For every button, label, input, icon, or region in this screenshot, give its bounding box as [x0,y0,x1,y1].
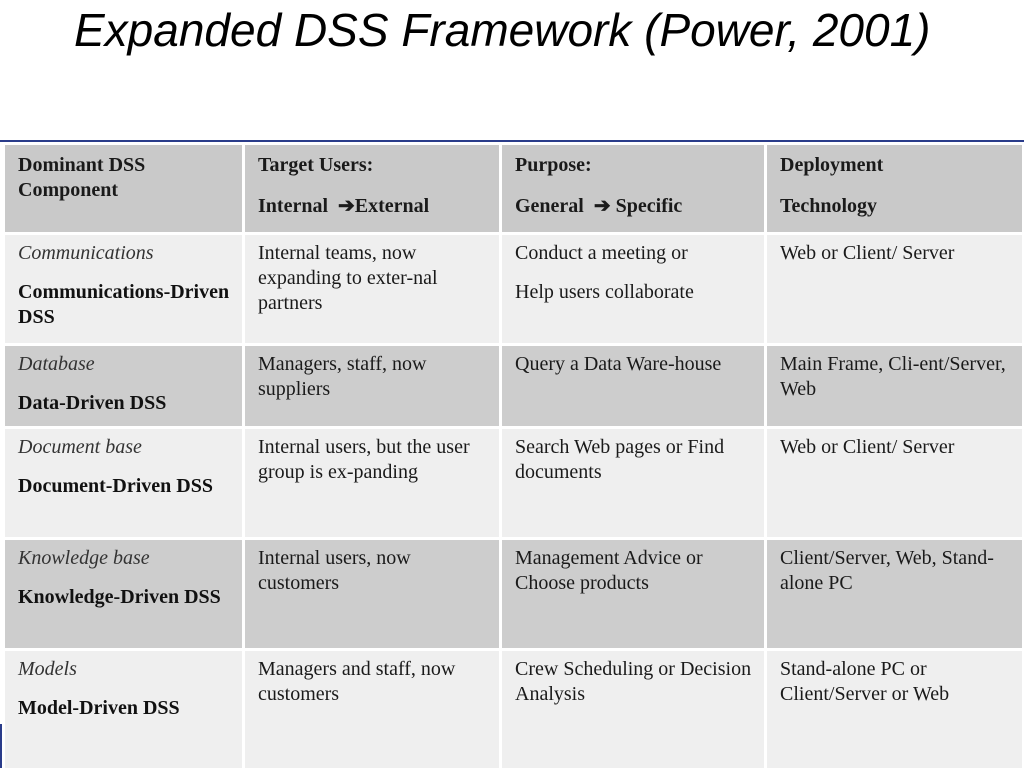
header-purpose-from: General [515,195,584,217]
table-row: Models Model-Driven DSS Managers and sta… [5,651,1022,768]
cell-purpose: Crew Scheduling or Decision Analysis [502,651,764,768]
header-component-label: Dominant DSS Component [18,154,146,201]
header-tech-line2: Technology [780,195,878,217]
component-category: Knowledge base [18,547,150,569]
table-row: Communications Communications-Driven DSS… [5,235,1022,343]
cell-target-users: Managers and staff, now customers [245,651,499,768]
header-users-to: External [354,195,430,217]
table-row: Knowledge base Knowledge-Driven DSS Inte… [5,540,1022,648]
component-dss-type: Data-Driven DSS [18,392,167,414]
cell-component: Communications Communications-Driven DSS [5,235,242,343]
header-tech-line1: Deployment [780,154,884,176]
cell-component: Database Data-Driven DSS [5,346,242,426]
cell-deployment-technology: Main Frame, Cli-ent/Server, Web [767,346,1022,426]
slide-title: Expanded DSS Framework (Power, 2001) [74,4,931,56]
cell-purpose: Search Web pages or Find documents [502,429,764,537]
header-users-scale: Internal ➔External [258,194,491,219]
cell-target-users: Internal users, but the user group is ex… [245,429,499,537]
component-category: Communications [18,242,154,264]
cell-target-users: Internal teams, now expanding to exter-n… [245,235,499,343]
component-dss-type: Communications-Driven DSS [18,281,230,328]
table-row: Document base Document-Driven DSS Intern… [5,429,1022,537]
header-target-users: Target Users: Internal ➔External [245,145,499,232]
header-purpose: Purpose: General ➔ Specific [502,145,764,232]
title-divider [0,140,1024,142]
cell-component: Knowledge base Knowledge-Driven DSS [5,540,242,648]
right-arrow-icon: ➔ [593,195,611,217]
purpose-line: Conduct a meeting or [515,242,688,264]
component-dss-type: Document-Driven DSS [18,475,213,497]
cell-target-users: Managers, staff, now suppliers [245,346,499,426]
cell-component: Document base Document-Driven DSS [5,429,242,537]
cell-purpose: Management Advice or Choose products [502,540,764,648]
table-header-row: Dominant DSS Component Target Users: Int… [5,145,1022,232]
cell-target-users: Internal users, now customers [245,540,499,648]
purpose-line: Help users collaborate [515,281,694,303]
table-row: Database Data-Driven DSS Managers, staff… [5,346,1022,426]
header-purpose-scale: General ➔ Specific [515,194,756,219]
table-container: Dominant DSS Component Target Users: Int… [2,142,1022,768]
header-purpose-label: Purpose: [515,154,592,176]
cell-purpose: Query a Data Ware-house [502,346,764,426]
header-users-from: Internal [258,195,328,217]
header-purpose-to: Specific [615,195,683,217]
component-category: Models [18,658,77,680]
cell-deployment-technology: Stand-alone PC or Client/Server or Web [767,651,1022,768]
header-users-label: Target Users: [258,154,374,176]
cell-deployment-technology: Client/Server, Web, Stand-alone PC [767,540,1022,648]
component-dss-type: Model-Driven DSS [18,697,180,719]
cell-purpose: Conduct a meeting or Help users collabor… [502,235,764,343]
header-deployment-technology: Deployment Technology [767,145,1022,232]
cell-deployment-technology: Web or Client/ Server [767,235,1022,343]
right-arrow-icon: ➔ [338,195,355,217]
dss-framework-table: Dominant DSS Component Target Users: Int… [2,142,1024,768]
header-component: Dominant DSS Component [5,145,242,232]
component-dss-type: Knowledge-Driven DSS [18,586,221,608]
component-category: Database [18,353,95,375]
cell-component: Models Model-Driven DSS [5,651,242,768]
component-category: Document base [18,436,142,458]
cell-deployment-technology: Web or Client/ Server [767,429,1022,537]
